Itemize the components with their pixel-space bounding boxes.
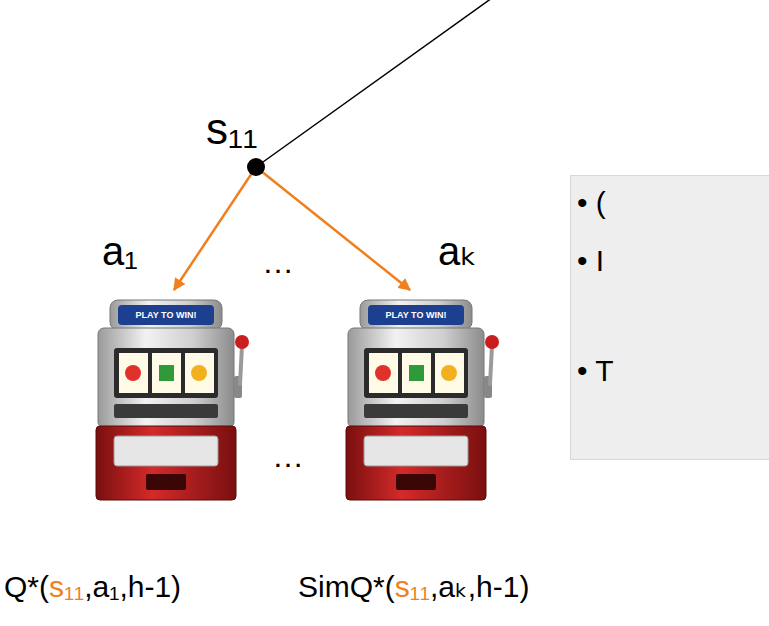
value-label: s₁₁: [395, 570, 430, 605]
value-label: ,aₖ,h-1): [430, 570, 529, 605]
note-panel: • ( • I • T: [570, 175, 769, 460]
value-label: Q*(: [4, 570, 49, 605]
bullet-text: • T: [577, 354, 614, 389]
value-expression: Q*(s₁₁,a₁,h-1): [4, 570, 181, 605]
value-expression: SimQ*(s₁₁,aₖ,h-1): [298, 570, 529, 605]
machine-sign: PLAY TO WIN!: [136, 310, 197, 320]
action-arrow: [174, 167, 256, 290]
bullet-text: • (: [577, 186, 606, 221]
slot-machine: [346, 300, 499, 500]
action-label: aₖ: [438, 228, 477, 274]
ellipsis: …: [272, 438, 304, 475]
tree-branch: [256, 0, 492, 167]
value-label: SimQ*(: [298, 570, 395, 605]
machine-sign: PLAY TO WIN!: [386, 310, 447, 320]
value-label: s₁₁: [49, 570, 84, 605]
value-label: ,a₁,h-1): [84, 570, 181, 605]
action-label: a₁: [102, 228, 138, 274]
state-node: [247, 158, 265, 176]
bullet-text: • I: [577, 244, 604, 279]
slot-machine: [96, 300, 249, 500]
action-arrow: [256, 167, 410, 290]
state-label: s₁₁: [206, 104, 258, 155]
ellipsis: …: [262, 244, 294, 281]
